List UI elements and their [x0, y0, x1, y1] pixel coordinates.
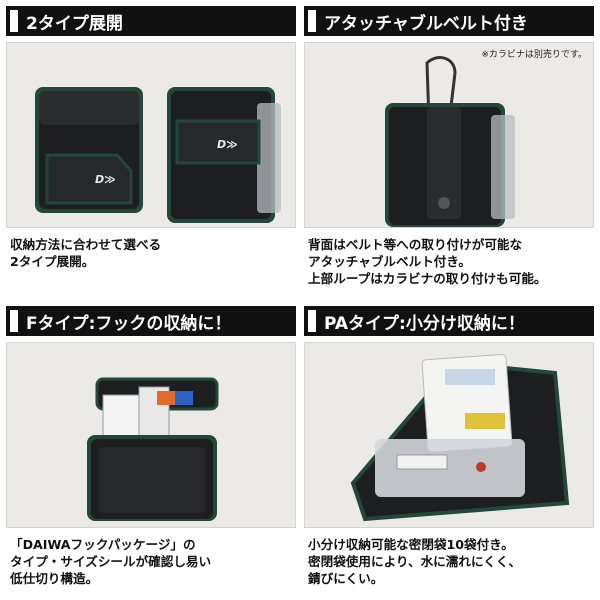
header-marker: [308, 310, 316, 332]
pouch-pair-illustration: D≫ D≫: [35, 87, 281, 223]
pouch-back-illustration: [385, 56, 515, 227]
panel-f-type: Fタイプ:フックの収納に！ 「DAIWAフックパッケージ」の タイプ・サイズシー…: [6, 306, 296, 587]
product-photo-f-type: [6, 342, 296, 528]
panel-header: Fタイプ:フックの収納に！: [6, 306, 296, 336]
panel-header: アタッチャブルベルト付き: [304, 6, 594, 36]
pouch-pa-type-illustration: [350, 353, 570, 522]
carabiner-note: ※カラビナは別売りです。: [481, 50, 587, 60]
pouch-f-type-illustration: [87, 377, 219, 521]
header-marker: [10, 10, 18, 32]
panel-pa-type: PAタイプ:小分け収納に！ 小分け収納可能な密閉袋10袋付き。 密閉袋使用により…: [304, 306, 594, 587]
product-photo-pa-type: [304, 342, 594, 528]
daiwa-logo-icon: D≫: [95, 173, 116, 186]
svg-text:D≫: D≫: [95, 173, 116, 186]
panel-two-types: 2タイプ展開 D≫ D≫ 収納方法に合わせて選べる 2タイプ展開。: [6, 6, 296, 270]
panel-header: 2タイプ展開: [6, 6, 296, 36]
panel-title: アタッチャブルベルト付き: [324, 13, 528, 34]
panel-caption: 「DAIWAフックパッケージ」の タイプ・サイズシールが確認し易い 低仕切り構造…: [10, 537, 212, 586]
panel-title: 2タイプ展開: [26, 13, 123, 34]
panel-header: PAタイプ:小分け収納に！: [304, 306, 594, 336]
product-photo-two-types: D≫ D≫: [6, 42, 296, 228]
panel-attachable-belt: アタッチャブルベルト付き ※カラビナは別売りです。 背面はベルト等への取り付けが…: [304, 6, 594, 287]
panel-caption: 小分け収納可能な密閉袋10袋付き。 密閉袋使用により、水に濡れにくく、 錆びにく…: [308, 537, 522, 586]
panel-caption: 収納方法に合わせて選べる 2タイプ展開。: [10, 237, 162, 269]
product-photo-belt: ※カラビナは別売りです。: [304, 42, 594, 228]
header-marker: [308, 10, 316, 32]
svg-text:D≫: D≫: [217, 138, 238, 151]
panel-caption: 背面はベルト等への取り付けが可能な アタッチャブルベルト付き。 上部ループはカラ…: [308, 237, 547, 286]
panel-title: PAタイプ:小分け収納に！: [324, 313, 525, 334]
panel-title: Fタイプ:フックの収納に！: [26, 313, 232, 334]
header-marker: [10, 310, 18, 332]
daiwa-logo-icon: D≫: [217, 138, 238, 151]
